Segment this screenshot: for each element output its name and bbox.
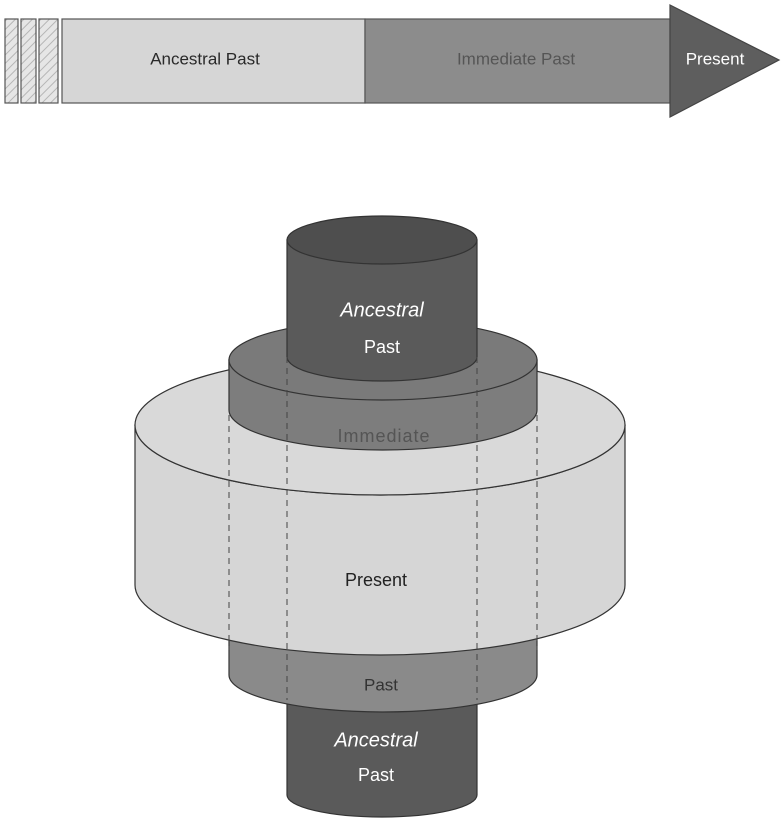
- top-core-label-line2: Past: [364, 337, 400, 357]
- immediate-ring-label: Immediate: [337, 426, 430, 446]
- cylinder-stack: Ancestral Past Immediate Present Past An…: [134, 215, 626, 818]
- hidden-edge-lines: [228, 357, 538, 700]
- timeline-hatched-block-3: [38, 18, 59, 104]
- timeline-segment-ancestral: [61, 18, 366, 104]
- timeline-arrowhead: [669, 4, 781, 118]
- top-core-label-line1: Ancestral: [339, 299, 424, 321]
- bottom-core-label-line2: Past: [358, 765, 394, 785]
- timeline-hatched-block-1: [4, 18, 19, 104]
- timeline-label-immediate: Immediate Past: [457, 49, 575, 68]
- timeline-arrow: Ancestral Past Immediate Past Present: [4, 4, 781, 118]
- past-ring-label: Past: [364, 675, 398, 694]
- timeline-label-present: Present: [686, 49, 745, 68]
- timeline-hatched-block-2: [20, 18, 37, 104]
- timeline-label-ancestral: Ancestral Past: [150, 49, 260, 68]
- present-label: Present: [345, 570, 407, 590]
- bottom-core-label-line1: Ancestral: [333, 729, 418, 751]
- top-core-cylinder: [286, 215, 478, 382]
- timeline-segment-immediate: [364, 18, 671, 104]
